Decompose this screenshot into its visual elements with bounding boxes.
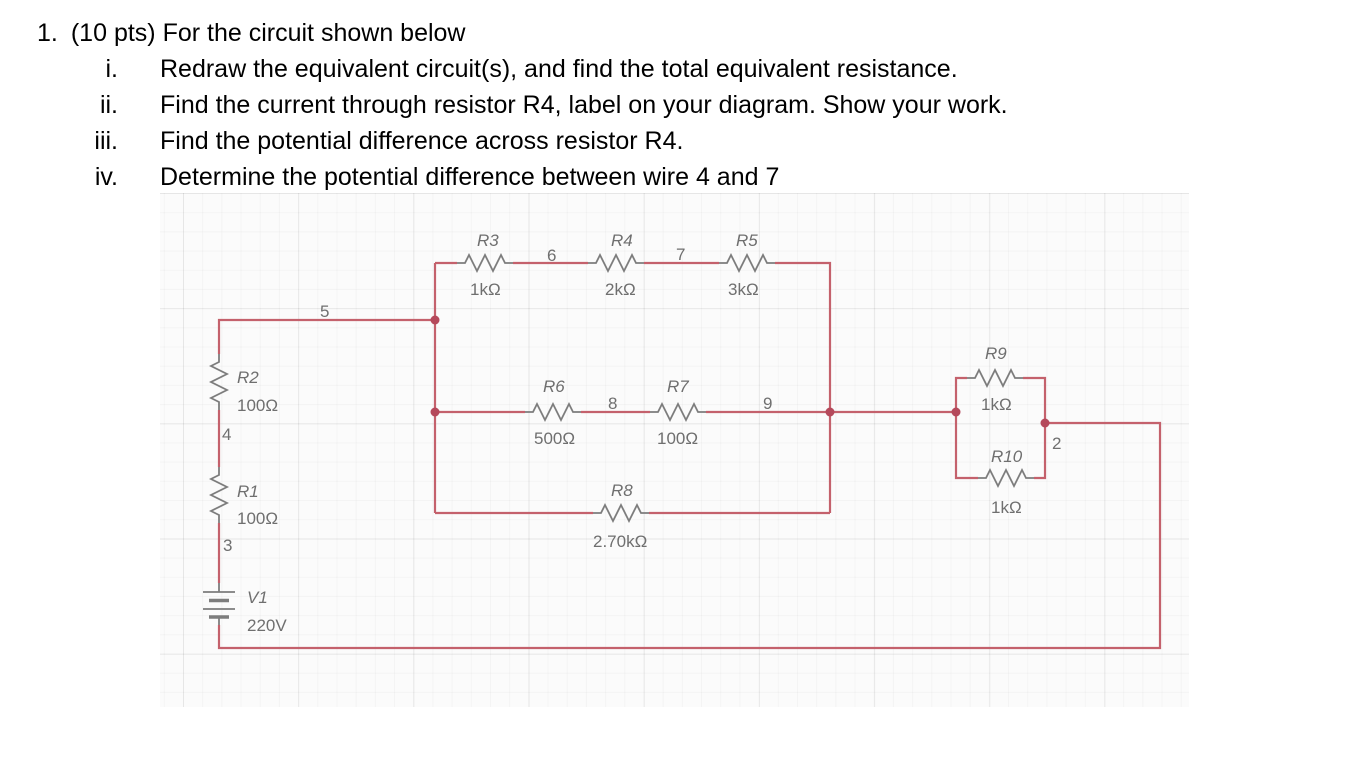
wire-label-7: 7 — [676, 245, 685, 264]
resistor-r7-symbol — [650, 401, 706, 423]
resistor-r4-symbol — [588, 252, 644, 274]
battery-v1-value: 220V — [247, 616, 287, 635]
item-text: Determine the potential difference betwe… — [160, 163, 780, 191]
item-numeral: iii. — [94, 127, 118, 155]
resistor-r10-label: R10 — [991, 447, 1023, 466]
battery-v1-symbol — [203, 583, 235, 625]
resistor-r6-label: R6 — [543, 377, 565, 396]
wire-label-9: 9 — [763, 394, 772, 413]
resistor-r3-symbol — [457, 252, 513, 274]
resistor-r5-value: 3kΩ — [728, 280, 759, 299]
wire-label-2: 2 — [1052, 434, 1061, 453]
item-text: Redraw the equivalent circuit(s), and fi… — [160, 55, 958, 83]
resistor-r2-label: R2 — [237, 368, 259, 387]
resistor-r1-value: 100Ω — [237, 509, 278, 528]
resistor-r4-label: R4 — [611, 231, 633, 250]
resistor-r5-label: R5 — [736, 231, 758, 250]
resistor-r4-value: 2kΩ — [605, 280, 636, 299]
problem-item-iii: iii. Find the potential difference acros… — [0, 123, 1372, 159]
item-text: Find the potential difference across res… — [160, 127, 684, 155]
junction-dot — [1040, 418, 1050, 428]
wire-label-8: 8 — [608, 394, 617, 413]
problem-points: (10 pts) — [70, 19, 156, 47]
wire-label-3: 3 — [223, 536, 232, 555]
resistor-r3-label: R3 — [477, 231, 499, 250]
problem-number: 1. — [37, 19, 58, 47]
resistor-r7-value: 100Ω — [657, 429, 698, 448]
problem-item-i: i. Redraw the equivalent circuit(s), and… — [0, 51, 1372, 87]
junction-dot — [951, 407, 961, 417]
resistor-r6-value: 500Ω — [534, 429, 575, 448]
schematic-grid-background — [160, 193, 1189, 707]
junction-dot — [430, 315, 440, 325]
resistor-r10-value: 1kΩ — [991, 498, 1022, 517]
junction-dot — [430, 407, 440, 417]
item-text: Find the current through resistor R4, la… — [160, 91, 1008, 119]
battery-plates-short — [209, 598, 229, 619]
problem-item-ii: ii. Find the current through resistor R4… — [0, 87, 1372, 123]
item-numeral: i. — [105, 55, 119, 83]
battery-v1-label: V1 — [247, 588, 268, 607]
problem-intro: For the circuit shown below — [162, 19, 466, 47]
circuit-wires — [217, 261, 1162, 650]
item-numeral: ii. — [99, 91, 118, 119]
item-numeral: iv. — [94, 163, 118, 191]
resistor-r9-label: R9 — [985, 344, 1007, 363]
resistor-r2-value: 100Ω — [237, 396, 278, 415]
resistor-r9-value: 1kΩ — [981, 395, 1012, 414]
resistor-r5-symbol — [719, 252, 775, 274]
wire-label-4: 4 — [222, 425, 231, 444]
junction-dot — [825, 407, 835, 417]
resistor-r10-symbol — [978, 467, 1034, 489]
resistor-r8-symbol — [593, 502, 649, 524]
resistor-r6-symbol — [525, 401, 581, 423]
wire-label-6: 6 — [547, 246, 556, 265]
wire-label-5: 5 — [320, 302, 329, 321]
resistor-r1-label: R1 — [237, 482, 259, 501]
problem-item-iv: iv. Determine the potential difference b… — [0, 159, 1372, 195]
resistor-r9-symbol — [967, 367, 1023, 389]
resistor-r2-symbol — [208, 354, 230, 410]
battery-plates-long — [203, 583, 235, 625]
problem-title-line: 1. (10 pts) For the circuit shown below — [37, 15, 1372, 51]
resistor-r8-label: R8 — [611, 481, 633, 500]
resistor-r3-value: 1kΩ — [470, 280, 501, 299]
resistor-r8-value: 2.70kΩ — [593, 532, 647, 551]
problem-statement: 1. (10 pts) For the circuit shown below i… — [0, 15, 1372, 195]
junction-dots — [430, 315, 1050, 428]
resistor-r7-label: R7 — [667, 377, 689, 396]
resistor-r1-symbol — [208, 467, 230, 523]
